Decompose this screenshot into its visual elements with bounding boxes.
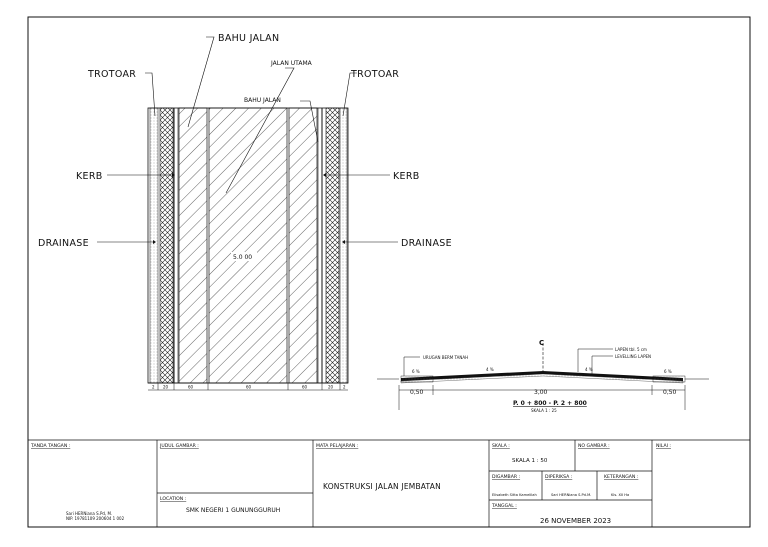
bahu-jalan-right [288,107,318,384]
tb-date: 26 NOVEMBER 2023 [540,517,611,525]
label-levelling: LEVELLING LAPEN [615,354,651,359]
berm-left [400,375,434,383]
jalan-utama [208,107,288,384]
plan-leader-arrows [153,173,345,244]
label-drainase-left: DRAINASE [38,238,89,249]
plan-leaders [97,36,398,243]
dim-left: 0,50 [410,389,424,396]
tb-skala-value: SKALA 1 : 50 [512,458,548,464]
plan-dim-4: 60 [246,385,252,390]
tb-signer-nip: NIP. 19781109 200604 1 002 [66,516,125,521]
center-note: 5.0 00 [233,254,252,261]
tb-keterangan-value: Kls. XII Ha [611,493,629,497]
section-scale: SKALA 1 : 25 [531,408,557,413]
tb-skala-label: SKALA : [492,443,510,449]
section-dim-ticks [398,385,686,410]
slope-outer-left: 6 % [412,369,420,374]
tb-mata-pelajaran: MATA PELAJARAN : [316,443,359,449]
tb-location-value: SMK NEGERI 1 GUNUNGGURUH [186,507,280,514]
tb-judul-gambar: JUDUL GAMBAR : [159,443,199,449]
tb-no-gambar: NO GAMBAR : [578,443,610,449]
berm-right [652,375,686,383]
levelling-layer [400,373,684,384]
drainase-strip-left [149,107,159,384]
slope-right: 4 % [585,367,593,372]
label-kerb-right: KERB [393,171,420,182]
plan-dim-3: 60 [188,385,194,390]
trotoar-strip-left [159,107,174,384]
label-urugan: URUGAN BERM TANAH [423,355,468,360]
label-trotoar-left: TROTOAR [87,69,136,80]
tb-location-label: LOCATION : [160,496,187,502]
tb-diperiksa-value: Sari HERNiana S.Pd.M. [551,493,591,497]
tb-digambar-value: Elisabeth Sitta Kamelilah [492,493,537,497]
tb-diperiksa: DIPERIKSA : [545,474,573,480]
urugan-leader [403,356,420,376]
label-trotoar-right: TROTOAR [350,69,399,80]
plan-dim-1: 2 [152,385,155,390]
trotoar-strip-right [325,107,340,384]
plan-dim-ticks [157,383,341,390]
plan-dim-2: 20 [163,385,169,390]
sheet-border [27,16,751,528]
dim-right: 0,50 [663,389,677,396]
road-plan: 2 20 60 60 60 20 2 5.0 00 [147,107,349,391]
tb-tanda-tangan: TANDA TANGAN : [30,443,71,449]
slope-outer-right: 6 % [664,369,672,374]
slope-left: 4 % [486,367,494,372]
tb-keterangan: KETERANGAN : [604,474,639,480]
levelling-leader [591,355,613,375]
tb-signer-name: Sari HERNiana S.Pd, M. [66,511,112,516]
tb-tanggal: TANGGAL : [491,503,517,509]
plan-dim-7: 2 [343,385,346,390]
plan-dim-5: 60 [302,385,308,390]
cross-section: C 0,50 3,00 0,50 4 % 4 % 6 % 6 % URUGAN … [377,339,709,413]
label-bahu-jalan-top: BAHU JALAN [218,33,279,44]
bahu-jalan-left [178,107,208,384]
lapen-layer [401,371,683,381]
label-lapen: LAPEN tbl. 5 cm [615,347,647,352]
tb-project-title: KONSTRUKSI JALAN JEMBATAN [323,482,441,491]
tb-digambar: DIGAMBAR : [492,474,521,480]
tb-nilai: NILAI : [656,443,671,449]
lapen-leader [577,348,613,372]
section-station: P. 0 + 800 - P. 2 + 800 [513,400,587,407]
title-block-grid [156,440,653,527]
dim-center: 3,00 [534,389,548,396]
label-jalan-utama: JALAN UTAMA [270,60,313,67]
plan-dim-6: 20 [328,385,334,390]
label-drainase-right: DRAINASE [401,238,452,249]
center-mark: C [539,339,544,347]
label-bahu-jalan-mid: BAHU JALAN [244,97,281,104]
drainase-strip-right [339,107,348,384]
center-note-mask [231,252,257,261]
label-kerb-left: KERB [76,171,103,182]
